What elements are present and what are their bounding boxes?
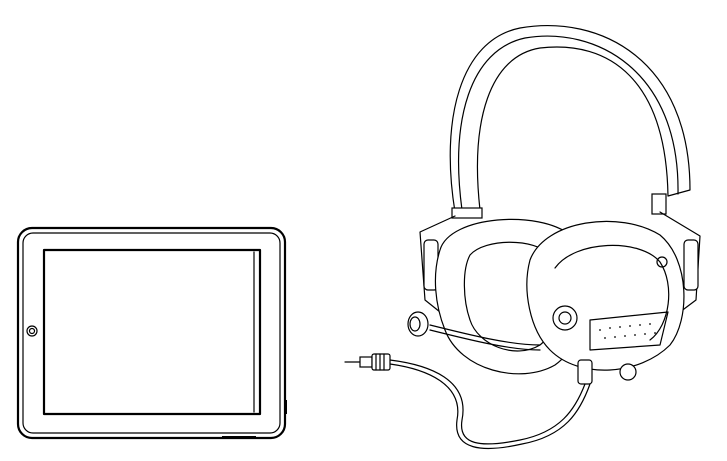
cable-edge	[389, 363, 591, 449]
right-cup-screw	[656, 256, 668, 268]
tablet-screen	[42, 248, 262, 416]
cable	[389, 359, 586, 445]
right-ear-cup	[526, 220, 685, 371]
side-knob	[619, 363, 637, 381]
right-slider	[651, 193, 667, 215]
headband	[449, 24, 691, 213]
right-yoke-pad	[683, 239, 699, 291]
headset	[344, 24, 701, 449]
tablet	[16, 226, 287, 440]
tablet-body	[16, 226, 287, 440]
grille-dots	[599, 323, 656, 339]
microphone-tip	[409, 316, 421, 332]
tablet-bezel	[22, 232, 281, 434]
speaker-grille	[589, 311, 669, 351]
left-slider	[451, 207, 483, 219]
cable-strain-relief	[577, 359, 593, 385]
bottom-buttons	[222, 436, 256, 439]
mic-boom-edge	[429, 329, 541, 351]
volume-knob-center	[558, 311, 572, 325]
right-ear-seam	[554, 244, 670, 341]
mic-boom	[429, 324, 541, 346]
home-button-inner	[28, 327, 36, 335]
audio-plug	[344, 353, 391, 371]
volume-knob	[552, 305, 578, 331]
left-yoke	[419, 215, 456, 313]
home-button	[26, 325, 38, 337]
side-button	[284, 400, 287, 414]
headband-seam	[458, 35, 679, 211]
microphone	[407, 311, 429, 337]
